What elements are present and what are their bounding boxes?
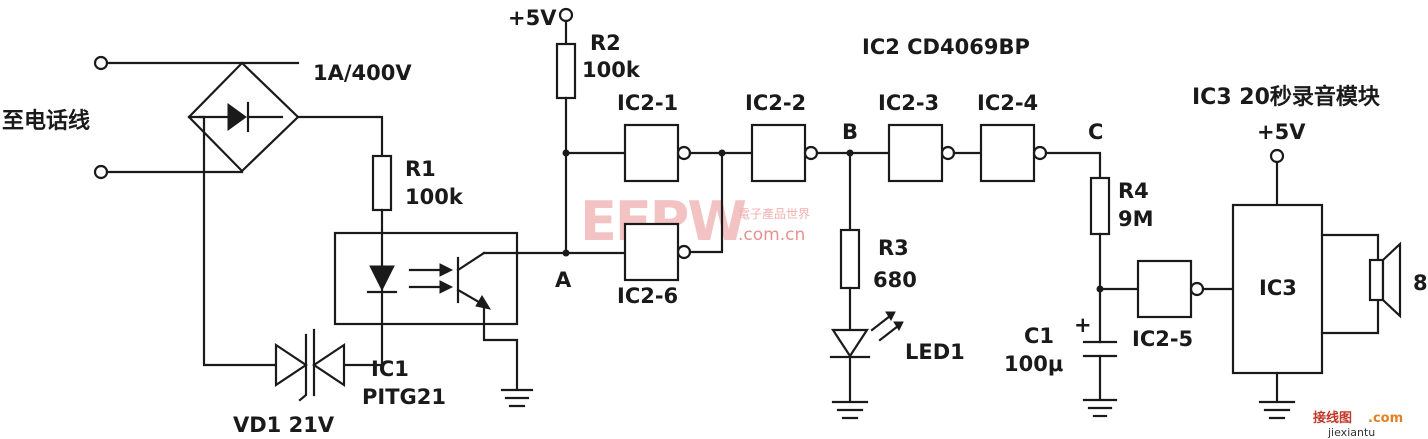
ic2-5-label: IC2-5 <box>1132 327 1193 351</box>
ground-c1 <box>1082 398 1118 418</box>
site-url-text: jiexiantu <box>1327 426 1375 439</box>
phone-line-label: 至电话线 <box>2 108 90 134</box>
bridge-diode-icon <box>227 103 247 131</box>
inverter-ic2-2: IC2-2 <box>745 91 819 183</box>
r2-name: R2 <box>590 31 621 55</box>
inverter-ic2-5: IC2-5 <box>1132 259 1205 351</box>
eepw-watermark: EEPW 電子產品世界 .com.cn <box>580 190 810 253</box>
inverter-ic2-1: IC2-1 <box>617 91 692 183</box>
speaker-value: 8 <box>1413 271 1428 295</box>
ic3-title: IC3 20秒录音模块 <box>1192 84 1381 110</box>
resistor-r4: R4 9M <box>1089 176 1154 236</box>
ic3-box <box>1231 203 1324 375</box>
ic2-title: IC2 CD4069BP <box>862 35 1030 59</box>
inverter-ic2-6: IC2-6 <box>617 222 692 308</box>
ground-ic1 <box>500 388 534 408</box>
r1-name: R1 <box>405 157 436 181</box>
c1-value: 100μ <box>1004 352 1063 376</box>
c1-name: C1 <box>1024 324 1054 348</box>
speaker-icon <box>1368 258 1385 302</box>
ic2-4-label: IC2-4 <box>977 91 1038 115</box>
bridge-rectifier: 1A/400V <box>105 61 412 174</box>
r4-name: R4 <box>1118 179 1149 203</box>
vcc-top-label: +5V <box>508 6 557 30</box>
vcc-top: +5V <box>508 6 574 30</box>
ic1-part: PITG21 <box>362 385 446 409</box>
resistor-r3: R3 680 <box>839 228 917 292</box>
eepw-cn-text: 電子產品世界 <box>738 206 810 221</box>
node-a-label: A <box>555 268 572 292</box>
r2-value: 100k <box>582 58 641 82</box>
site-watermark: 接线图 .com jiexiantu <box>1313 410 1403 439</box>
r1-value: 100k <box>405 185 464 209</box>
ic1-box <box>333 231 519 326</box>
site-cn-text: 接线图 <box>1313 410 1352 426</box>
resistor-r2: R2 100k <box>555 31 641 100</box>
node-c-label: C <box>1088 120 1103 144</box>
led1-label: LED1 <box>905 340 965 364</box>
vcc-terminal <box>558 7 574 23</box>
resistor-r1: R1 100k <box>371 154 464 212</box>
terminal-top <box>93 55 109 71</box>
ic1-led-icon <box>369 265 395 292</box>
vd1-label: VD1 21V <box>233 413 335 437</box>
ic2-2-label: IC2-2 <box>745 91 806 115</box>
ground-led <box>831 400 869 420</box>
inverter-ic2-4: IC2-4 <box>977 91 1048 183</box>
r3-name: R3 <box>878 236 909 260</box>
led1: LED1 <box>829 311 965 364</box>
ic2-1-label: IC2-1 <box>617 91 678 115</box>
inverter-ic2-3: IC2-3 <box>878 91 956 183</box>
terminal-bottom <box>93 164 109 180</box>
site-com-text: .com <box>1368 411 1403 426</box>
c1-plus: + <box>1074 313 1092 337</box>
node-b-label: B <box>842 120 858 144</box>
r4-value: 9M <box>1118 207 1154 231</box>
ic3-vcc-terminal <box>1269 148 1285 164</box>
ic3-module: IC3 20秒录音模块 +5V IC3 <box>1192 84 1381 402</box>
ic2-6-label: IC2-6 <box>617 284 678 308</box>
optocoupler-ic1: IC1 PITG21 <box>333 231 519 409</box>
ic2-3-label: IC2-3 <box>878 91 939 115</box>
speaker: 8 <box>1320 233 1428 335</box>
eepw-url-text: .com.cn <box>738 225 805 245</box>
r3-value: 680 <box>873 268 917 292</box>
zener-vd1: VD1 21V <box>233 328 346 437</box>
phone-line-input: 至电话线 <box>2 55 109 180</box>
ic3-vcc-label: +5V <box>1257 120 1306 144</box>
ic3-box-label: IC3 <box>1259 276 1297 300</box>
ic1-name: IC1 <box>371 357 409 381</box>
ground-ic3 <box>1258 400 1296 420</box>
capacitor-c1: + C1 100μ <box>1004 313 1118 376</box>
bridge-rating: 1A/400V <box>313 61 412 85</box>
